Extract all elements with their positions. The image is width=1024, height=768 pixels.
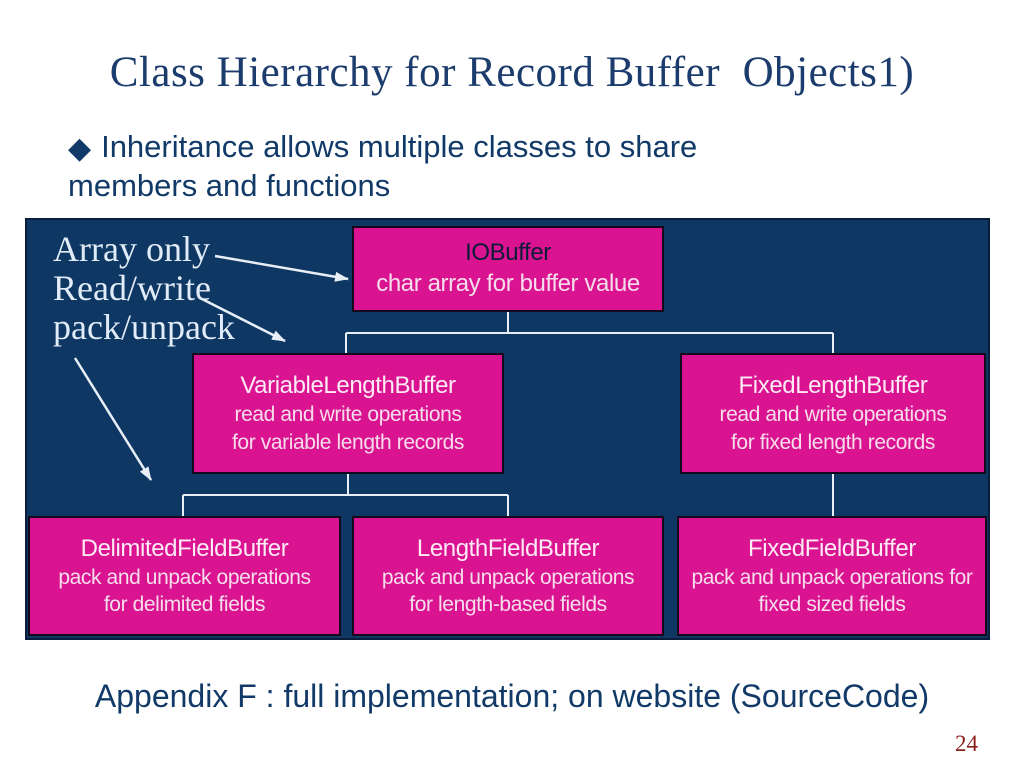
class-node-fixedlengthbuffer: FixedLengthBuffer read and write operati…: [680, 353, 986, 474]
class-description: fixed sized fields: [758, 593, 906, 616]
slide-title: Class Hierarchy for Record Buffer Object…: [109, 49, 915, 96]
class-name: DelimitedFieldBuffer: [80, 534, 289, 562]
arrow-to-iobuffer: [214, 254, 349, 282]
class-description: for variable length records: [232, 430, 464, 454]
class-node-fixedfieldbuffer: FixedFieldBuffer pack and unpack operati…: [677, 516, 987, 636]
class-description: pack and unpack operations: [381, 565, 635, 589]
class-name: FixedLengthBuffer: [738, 372, 928, 400]
class-name: LengthFieldBuffer: [416, 534, 600, 562]
annotation-label: Array only Read/write pack/unpack: [53, 230, 235, 347]
annotation-line: Read/write: [53, 268, 211, 308]
bullet-paragraph: ◆Inheritance allows multiple classes to …: [68, 128, 792, 205]
class-name: FixedFieldBuffer: [748, 534, 916, 562]
class-name: IOBuffer: [465, 239, 551, 267]
arrow-to-delimited: [73, 357, 153, 481]
annotation-line: pack/unpack: [53, 307, 235, 347]
class-description: char array for buffer value: [376, 270, 640, 298]
hierarchy-diagram-panel: Array only Read/write pack/unpack IOBuff…: [25, 218, 990, 640]
class-description: for fixed length records: [730, 430, 935, 454]
class-description: read and write operations: [234, 403, 462, 427]
class-name: VariableLengthBuffer: [240, 372, 456, 400]
class-description: read and write operations: [719, 403, 947, 427]
class-node-lengthfieldbuffer: LengthFieldBuffer pack and unpack operat…: [352, 516, 664, 636]
annotation-line: Array only: [53, 229, 210, 269]
class-description: pack and unpack operations: [58, 565, 311, 589]
diamond-bullet-icon: ◆: [68, 132, 92, 165]
class-node-iobuffer: IOBuffer char array for buffer value: [352, 226, 664, 312]
class-description: for length-based fields: [409, 593, 607, 616]
class-description: for delimited fields: [103, 593, 266, 616]
page-number: 24: [955, 731, 978, 756]
class-node-variablelengthbuffer: VariableLengthBuffer read and write oper…: [192, 353, 504, 474]
class-description: pack and unpack operations for: [691, 565, 973, 589]
footer-note: Appendix F : full implementation; on web…: [94, 678, 930, 714]
bullet-text: Inheritance allows multiple classes to s…: [68, 129, 698, 203]
class-node-delimitedfieldbuffer: DelimitedFieldBuffer pack and unpack ope…: [28, 516, 341, 636]
